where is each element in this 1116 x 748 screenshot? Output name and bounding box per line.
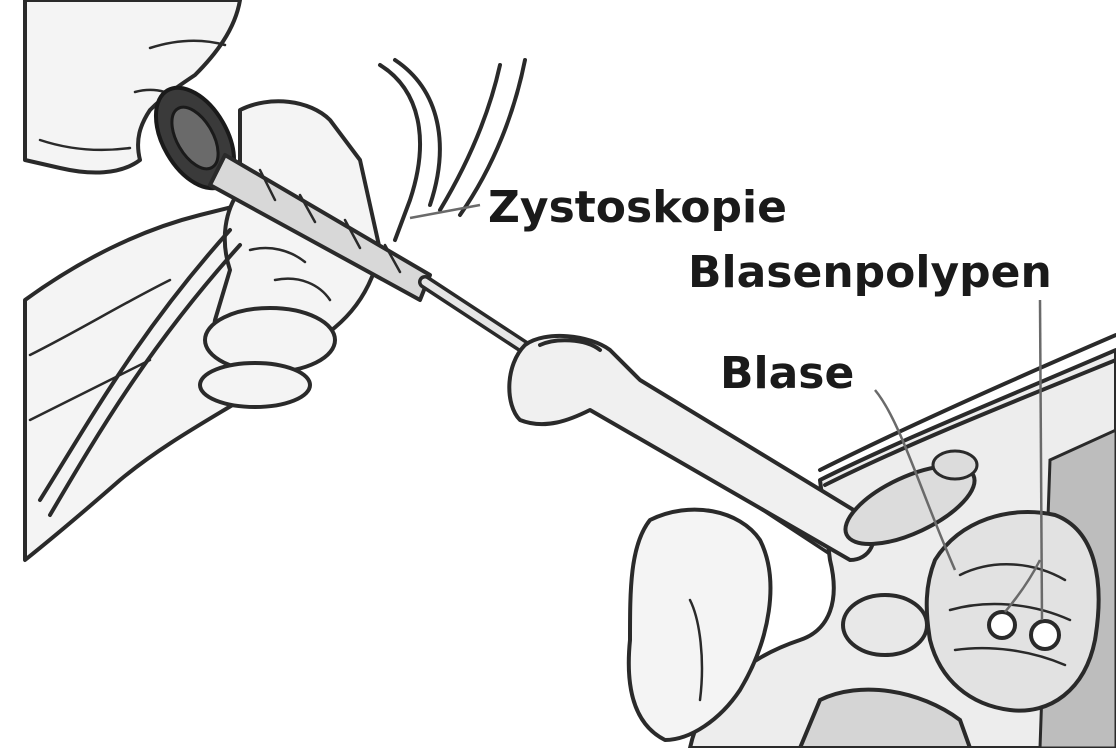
label-blasenpolypen: Blasenpolypen <box>688 247 1052 298</box>
leader-line-zystoskopie <box>410 205 480 218</box>
label-blase: Blase <box>720 348 854 399</box>
bladder-polyp <box>1031 621 1059 649</box>
prostate <box>843 595 927 655</box>
bladder <box>927 512 1099 711</box>
bladder-polyp <box>989 612 1015 638</box>
label-zystoskopie: Zystoskopie <box>488 182 787 233</box>
